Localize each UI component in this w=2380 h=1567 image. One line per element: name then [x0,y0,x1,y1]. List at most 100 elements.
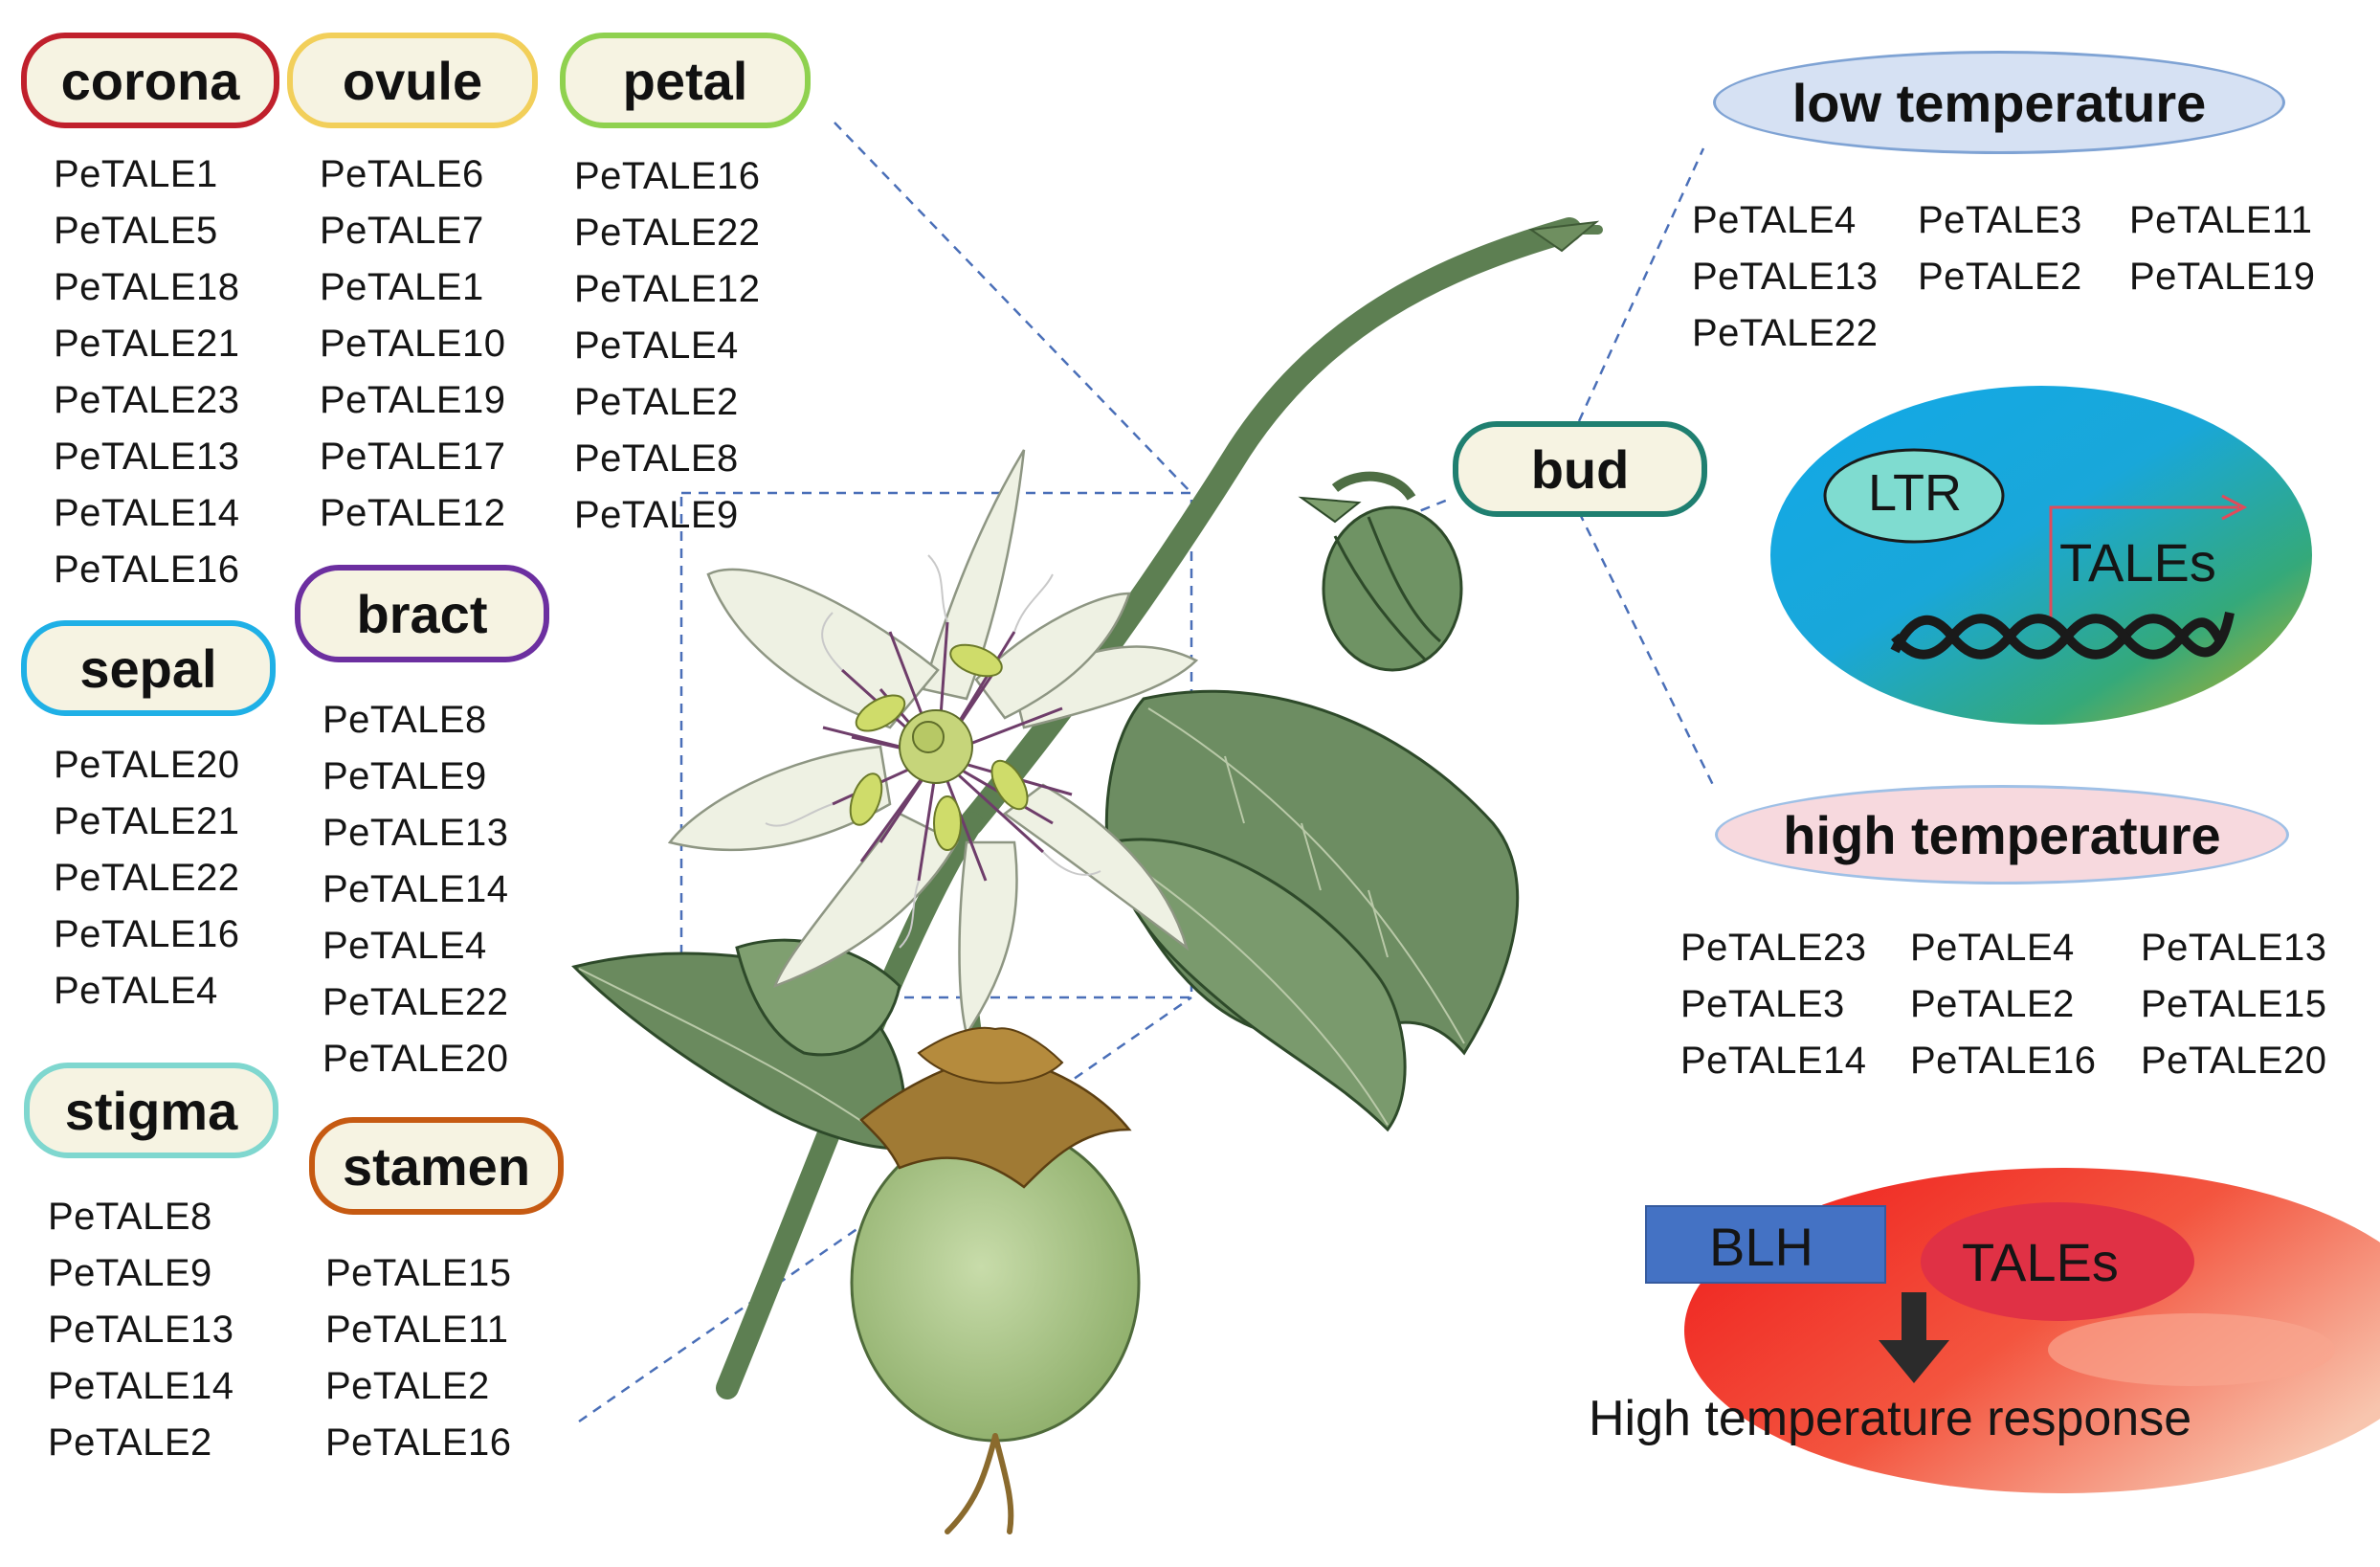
gene-item: PeTALE2 [1910,983,2075,1025]
gene-item: PeTALE22 [1692,312,1879,354]
tales-low-label: TALEs [2059,532,2216,593]
stem-tip [1528,220,1600,253]
gene-item: PeTALE2 [325,1365,490,1407]
passion-flower [667,449,1199,1038]
label-sepal: sepal [21,620,276,716]
high-temp-mechanism [1645,1168,2380,1493]
gene-item: PeTALE11 [2129,199,2313,241]
high-temperature-title: high temperature [1715,785,2289,884]
gene-item: PeTALE20 [54,744,240,786]
gene-item: PeTALE4 [574,325,739,367]
ovule-gene-list: PeTALE6 PeTALE7 PeTALE1 PeTALE10 PeTALE1… [320,146,506,542]
gene-item: PeTALE17 [320,436,506,478]
gene-item: PeTALE22 [574,212,761,254]
gene-item: PeTALE14 [323,868,509,910]
gene-item: PeTALE4 [323,925,487,967]
tales-high-label: TALEs [1962,1232,2119,1292]
gene-item: PeTALE20 [323,1038,509,1080]
gene-item: PeTALE11 [325,1309,509,1351]
high-temp-genes-col1: PeTALE23 PeTALE3 PeTALE14 [1680,920,1867,1089]
petal-gene-list: PeTALE16 PeTALE22 PeTALE12 PeTALE4 PeTAL… [574,148,761,544]
gene-item: PeTALE2 [574,381,739,423]
label-stigma: stigma [24,1063,278,1158]
gene-item: PeTALE5 [54,210,218,252]
transcription-arrow [2049,505,2239,624]
gene-item: PeTALE13 [323,812,509,854]
gene-item: PeTALE4 [1910,927,2075,969]
gene-item: PeTALE3 [1918,199,2082,241]
low-temperature-title: low temperature [1713,51,2285,154]
connector-stamen [578,996,1192,1423]
gene-item: PeTALE22 [323,981,509,1023]
gene-item: PeTALE21 [54,323,240,365]
label-petal: petal [560,33,811,128]
response-arrow [1879,1292,1949,1383]
gene-item: PeTALE14 [48,1365,234,1407]
gene-item: PeTALE21 [54,800,240,842]
high-temp-genes-col2: PeTALE4 PeTALE2 PeTALE16 [1910,920,2097,1089]
gene-item: PeTALE14 [54,492,240,534]
gene-item: PeTALE16 [54,913,240,955]
gene-item: PeTALE13 [2141,927,2327,969]
gene-item: PeTALE6 [320,153,484,195]
gene-item: PeTALE18 [54,266,240,308]
gene-item: PeTALE14 [1680,1040,1867,1082]
gene-item: PeTALE8 [48,1196,212,1238]
gene-item: PeTALE23 [1680,927,1867,969]
gene-item: PeTALE13 [48,1309,234,1351]
blh-label: BLH [1709,1217,1813,1277]
gene-item: PeTALE23 [54,379,240,421]
low-temp-genes-col3: PeTALE11 PeTALE19 [2129,192,2316,305]
gene-item: PeTALE1 [320,266,484,308]
gene-item: PeTALE19 [320,379,506,421]
gene-item: PeTALE16 [54,548,240,591]
gene-item: PeTALE9 [574,494,739,536]
stamen-gene-list: PeTALE15 PeTALE11 PeTALE2 PeTALE16 [325,1245,512,1471]
label-stamen: stamen [309,1117,564,1215]
connector-high-temp [1577,511,1715,786]
gene-item: PeTALE22 [54,857,240,899]
gene-item: PeTALE16 [574,155,761,197]
sepal-gene-list: PeTALE20 PeTALE21 PeTALE22 PeTALE16 PeTA… [54,737,240,1019]
gene-item: PeTALE7 [320,210,484,252]
flower-bud [1298,471,1463,672]
high-temp-response-label: High temperature response [1589,1391,2192,1446]
corona-gene-list: PeTALE1 PeTALE5 PeTALE18 PeTALE21 PeTALE… [54,146,240,598]
gene-item: PeTALE15 [325,1252,512,1294]
low-temp-genes-col1: PeTALE4 PeTALE13 PeTALE22 [1692,192,1879,362]
gene-item: PeTALE4 [54,970,218,1012]
gene-item: PeTALE9 [48,1252,212,1294]
gene-item: PeTALE3 [1680,983,1845,1025]
gene-item: PeTALE8 [323,699,487,741]
gene-item: PeTALE12 [320,492,506,534]
high-temp-genes-col3: PeTALE13 PeTALE15 PeTALE20 [2141,920,2327,1089]
ltr-label: LTR [1868,464,1963,522]
label-corona: corona [21,33,279,128]
leaf-right-lower [1108,838,1407,1132]
label-bud: bud [1453,421,1707,517]
gene-item: PeTALE19 [2129,256,2316,298]
gene-item: PeTALE16 [1910,1040,2097,1082]
bract-gene-list: PeTALE8 PeTALE9 PeTALE13 PeTALE14 PeTALE… [323,692,509,1087]
low-temp-genes-col2: PeTALE3 PeTALE2 [1918,192,2082,305]
connector-low-temp [1577,147,1705,422]
gene-item: PeTALE1 [54,153,218,195]
label-bract: bract [295,565,549,662]
stigma-gene-list: PeTALE8 PeTALE9 PeTALE13 PeTALE14 PeTALE… [48,1189,234,1471]
gene-item: PeTALE9 [323,755,487,797]
gene-item: PeTALE13 [54,436,240,478]
gene-item: PeTALE4 [1692,199,1857,241]
connector-petal [834,122,1192,494]
label-ovule: ovule [287,33,538,128]
gene-item: PeTALE12 [574,268,761,310]
gene-item: PeTALE13 [1692,256,1879,298]
gene-item: PeTALE2 [48,1421,212,1464]
gene-item: PeTALE16 [325,1421,512,1464]
fruit [850,1026,1141,1534]
gene-item: PeTALE8 [574,437,739,480]
gene-item: PeTALE2 [1918,256,2082,298]
gene-item: PeTALE15 [2141,983,2327,1025]
gene-item: PeTALE20 [2141,1040,2327,1082]
low-temp-mechanism [1770,386,2312,725]
